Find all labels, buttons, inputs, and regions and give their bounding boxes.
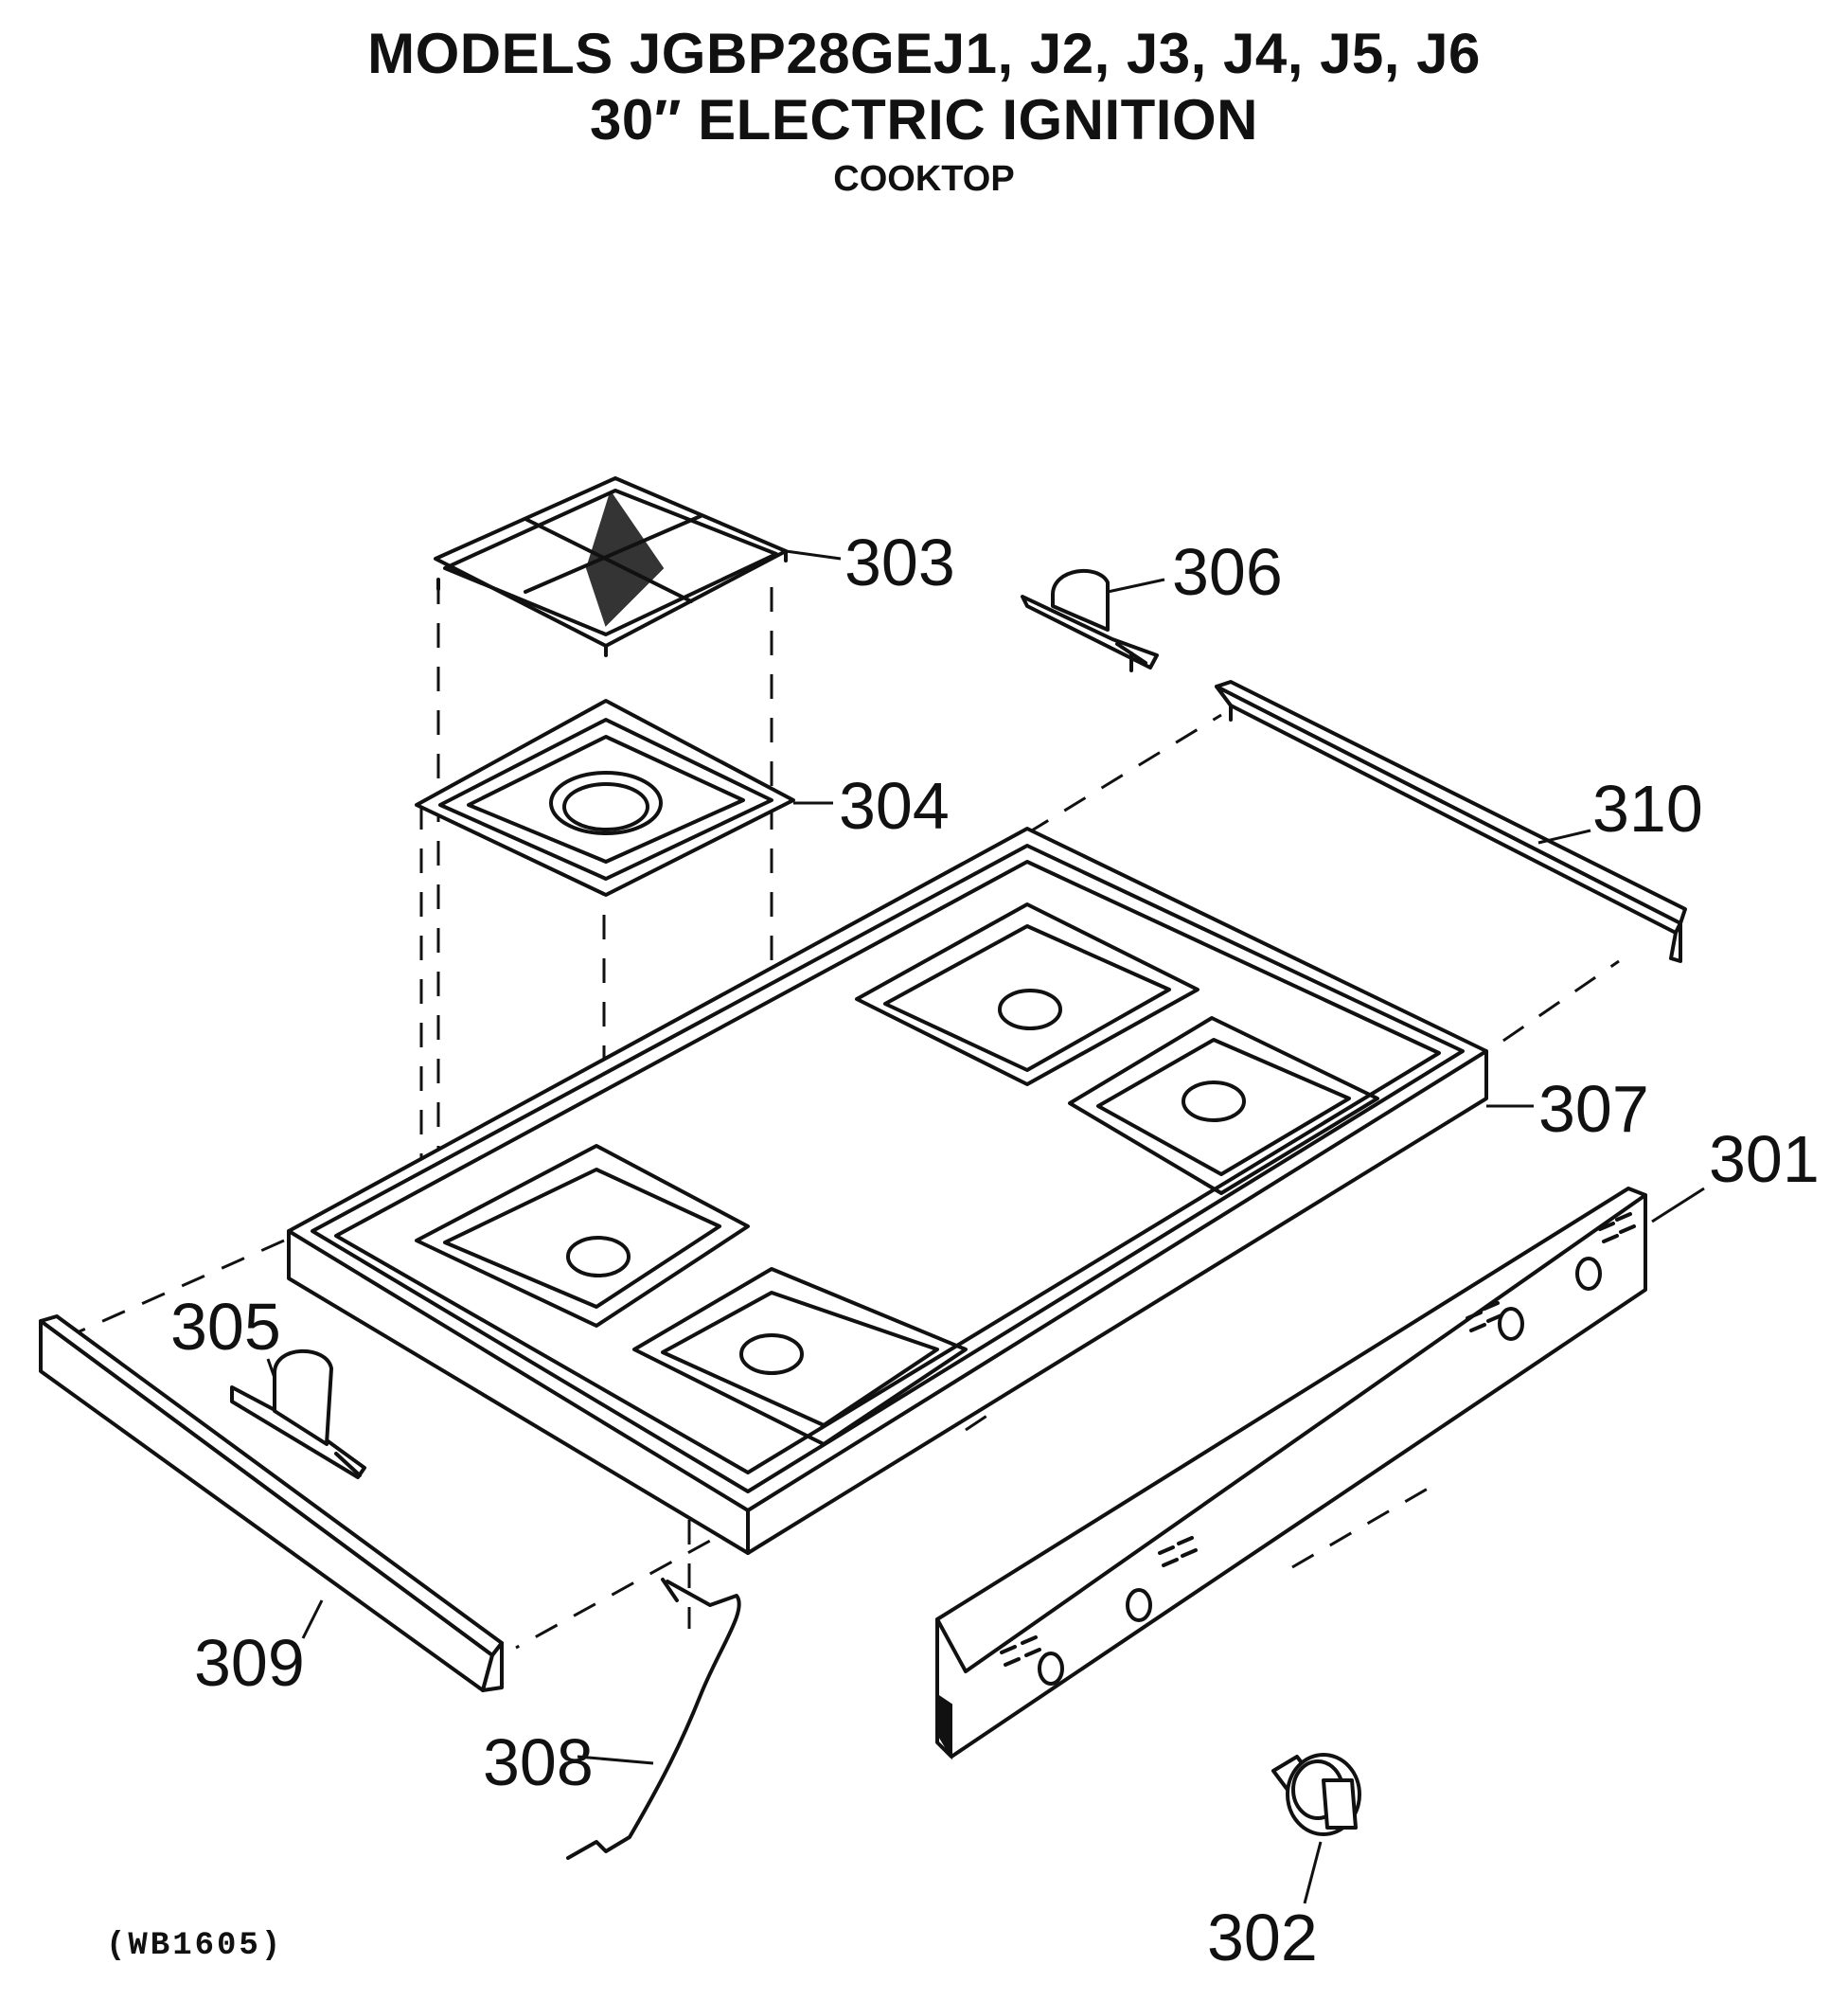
burner-grate[interactable] <box>434 476 788 657</box>
callout-304: 304 <box>839 769 950 843</box>
callout-302: 302 <box>1207 1901 1318 1974</box>
control-knob[interactable] <box>1271 1753 1361 1836</box>
front-trim-strip[interactable] <box>39 1314 504 1692</box>
callout-308: 308 <box>483 1725 594 1799</box>
leader-lines <box>266 549 1705 1904</box>
igniter-front[interactable] <box>230 1348 366 1479</box>
part-callouts: 303 306 304 310 307 301 305 309 308 302 <box>170 526 1820 1974</box>
callout-309: 309 <box>194 1626 305 1700</box>
callout-306: 306 <box>1172 535 1283 609</box>
ignition-wire[interactable] <box>566 1578 741 1860</box>
callout-303: 303 <box>844 526 955 599</box>
igniter-rear[interactable] <box>1021 568 1159 672</box>
cooktop-main-top[interactable] <box>287 827 1488 1555</box>
control-panel[interactable] <box>935 1187 1647 1760</box>
rear-trim-strip[interactable] <box>1215 680 1687 963</box>
diagram-section-label: COOKTOP <box>833 159 1015 199</box>
callout-310: 310 <box>1592 772 1703 846</box>
diagram-subtitle: 30″ ELECTRIC IGNITION <box>590 88 1258 152</box>
diagram-reference-code: (WB1605) <box>106 1928 284 1964</box>
callout-305: 305 <box>170 1290 281 1364</box>
callout-301: 301 <box>1709 1122 1820 1196</box>
callout-307: 307 <box>1538 1072 1649 1146</box>
diagram-title: MODELS JGBP28GEJ1, J2, J3, J4, J5, J6 <box>367 22 1481 85</box>
burner-bowl[interactable] <box>415 699 795 897</box>
